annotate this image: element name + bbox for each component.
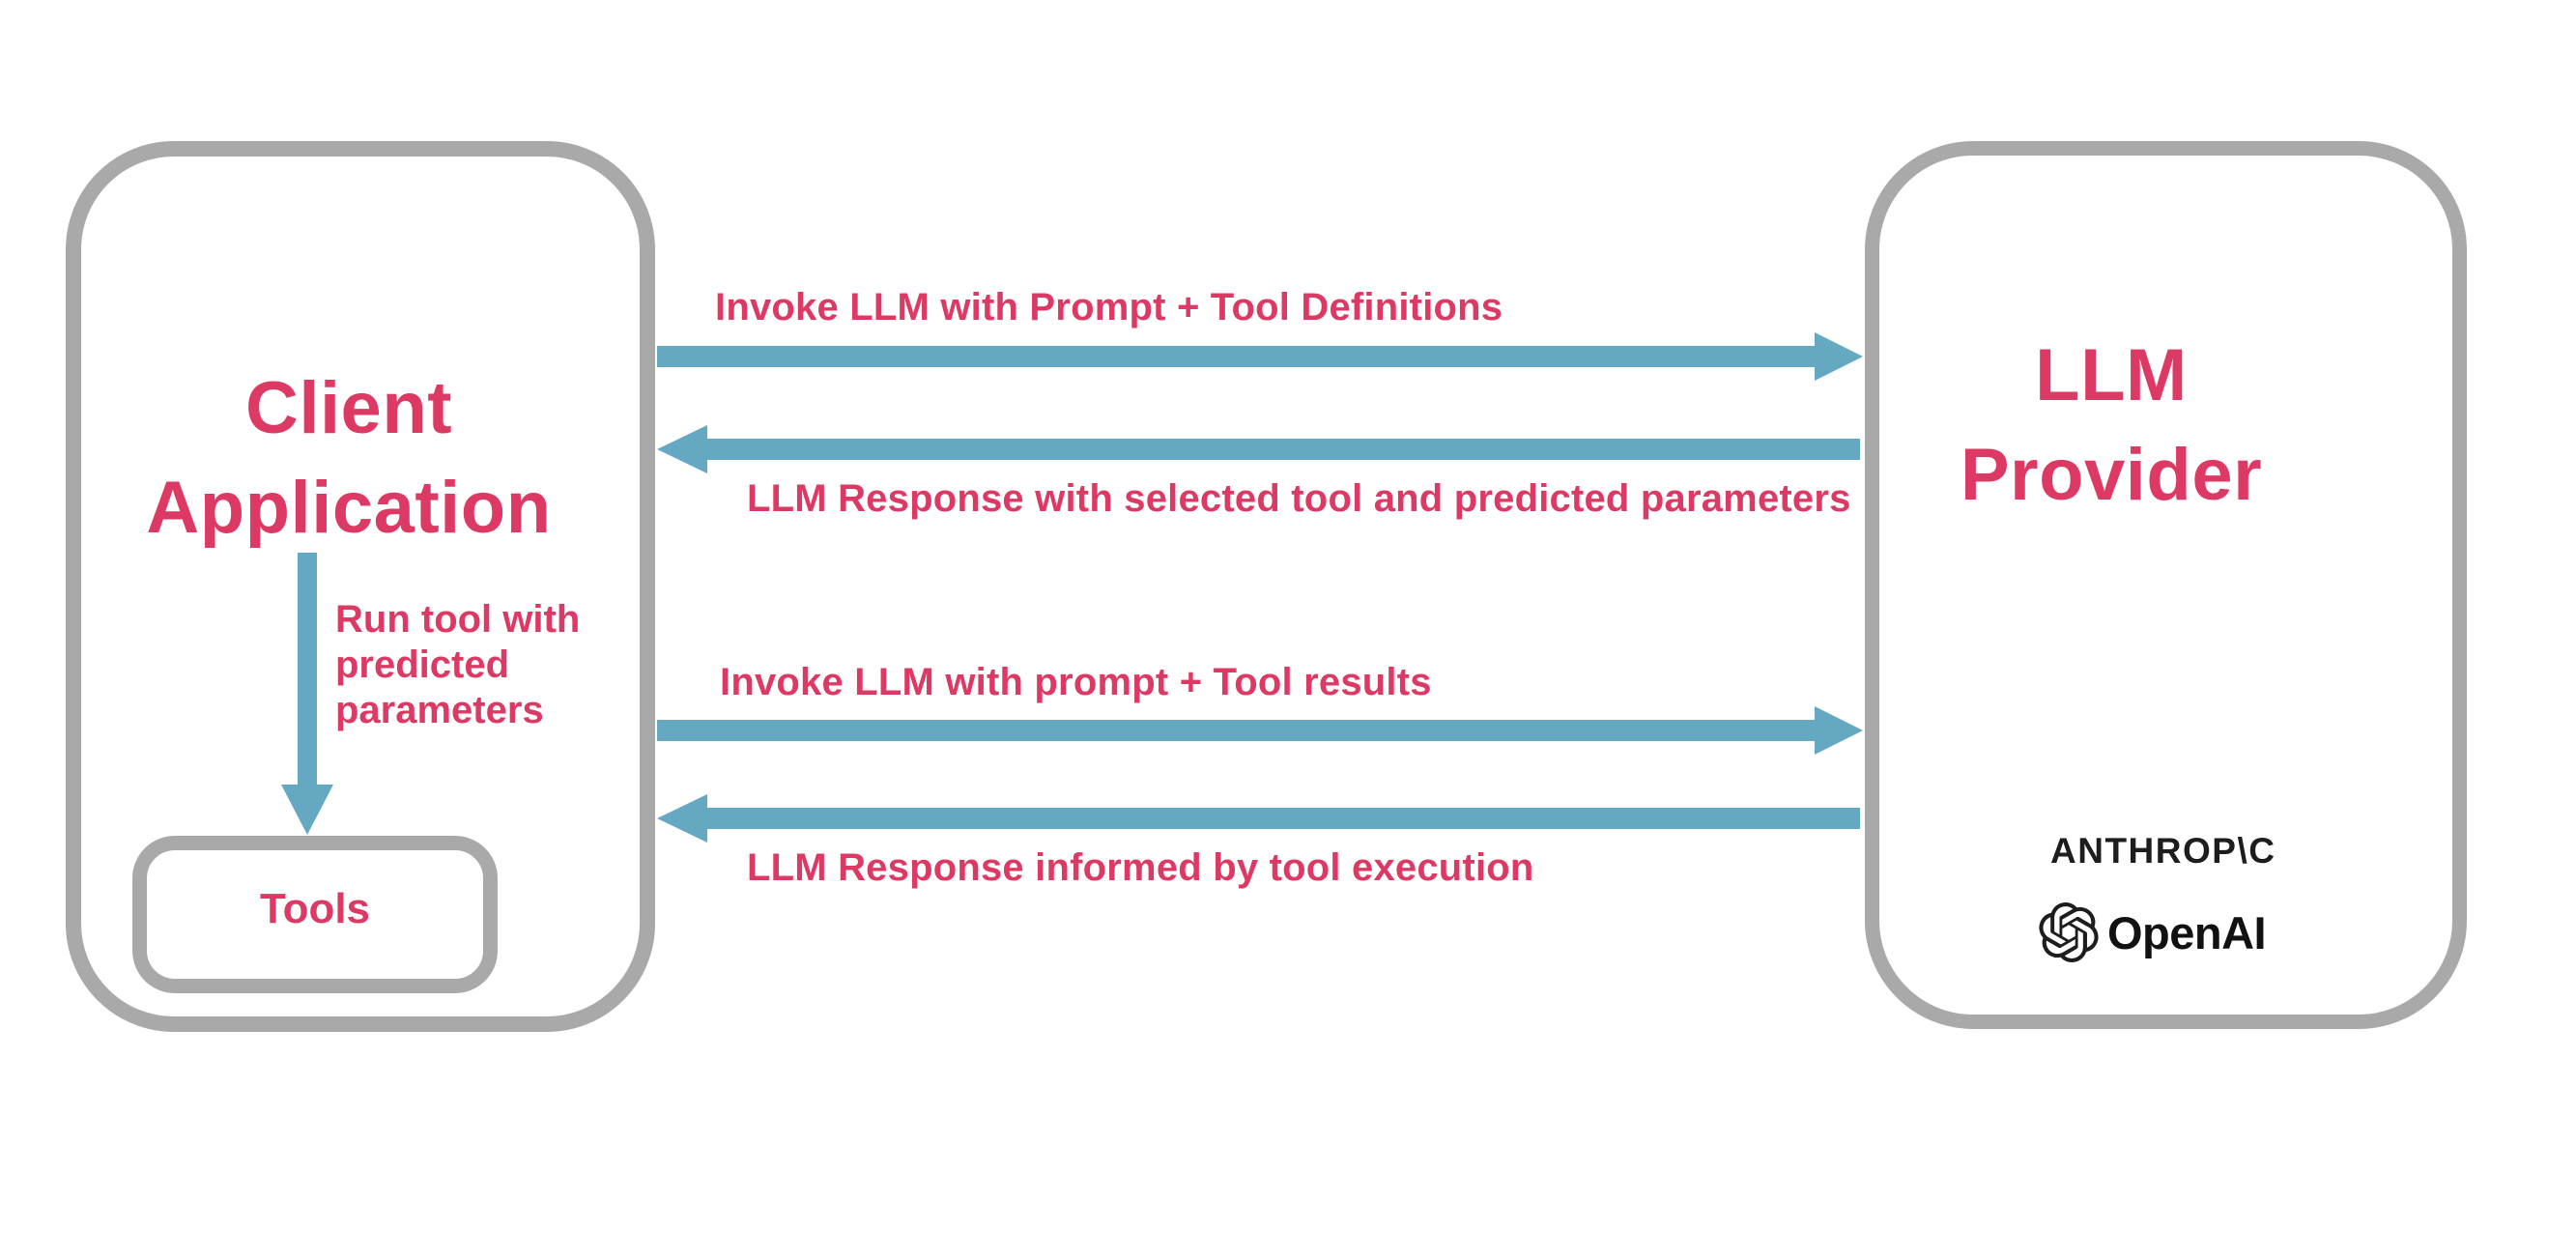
message-label-invoke-definitions: Invoke LLM with Prompt + Tool Definition…: [715, 286, 1503, 329]
tools-label: Tools: [259, 884, 371, 932]
arrow-shaft: [657, 346, 1815, 367]
arrow-shaft: [298, 553, 317, 786]
arrow-llm-response-tool-execution: [657, 794, 1865, 843]
arrow-invoke-llm-tool-results: [657, 706, 1865, 755]
llm-provider-title: LLM Provider: [1960, 334, 2263, 516]
message-label-response-execution: LLM Response informed by tool execution: [747, 846, 1534, 889]
openai-logo: OpenAI: [2039, 902, 2267, 962]
run-tool-arrow: [281, 553, 333, 835]
arrow-shaft: [657, 720, 1815, 741]
arrow-llm-response-selected-tool: [657, 425, 1865, 473]
llm-provider-box: [1865, 141, 2467, 1029]
message-label-response-selected-tool: LLM Response with selected tool and pred…: [747, 477, 1851, 520]
openai-icon: [2039, 902, 2099, 962]
arrow-head: [657, 425, 707, 473]
arrow-shaft: [707, 808, 1860, 829]
client-application-title: Client Application: [146, 367, 552, 549]
arrow-head: [1815, 706, 1863, 755]
tools-box: Tools: [132, 836, 498, 993]
arrow-head: [281, 785, 333, 835]
arrow-head: [657, 794, 707, 843]
anthropic-logo-wordmark: ANTHROP\C: [2050, 831, 2276, 871]
arrow-invoke-llm-tool-definitions: [657, 332, 1865, 381]
openai-logo-wordmark: OpenAI: [2107, 906, 2267, 958]
message-label-invoke-results: Invoke LLM with prompt + Tool results: [720, 661, 1432, 703]
arrow-shaft: [707, 439, 1860, 460]
run-tool-label: Run tool with predicted parameters: [335, 598, 581, 731]
arrow-head: [1815, 332, 1863, 381]
